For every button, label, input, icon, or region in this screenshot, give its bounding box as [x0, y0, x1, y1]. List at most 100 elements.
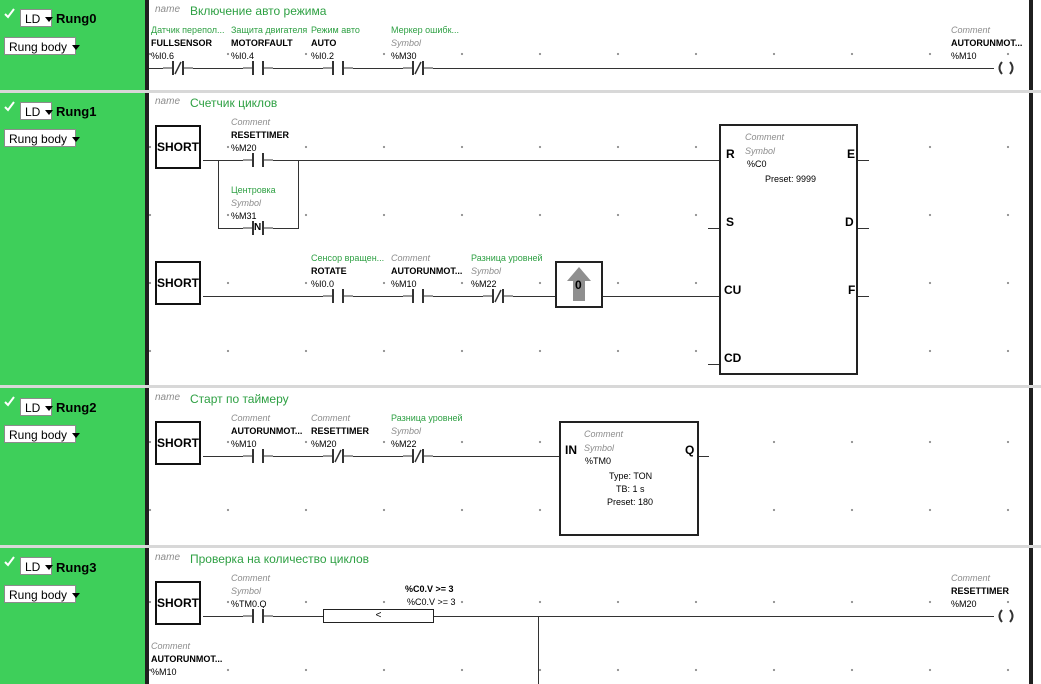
nc-contact[interactable] [403, 448, 433, 464]
nc-contact[interactable] [403, 60, 433, 76]
edge-strip [1033, 548, 1041, 684]
language-select-value: LD [25, 105, 41, 119]
no-contact[interactable] [323, 288, 353, 304]
nc-contact[interactable] [323, 448, 353, 464]
contact-symbol: Symbol [231, 586, 262, 596]
chevron-down-icon [72, 137, 81, 143]
nc-contact[interactable] [483, 288, 513, 304]
right-power-rail [1029, 548, 1033, 684]
wire [218, 160, 219, 229]
right-power-rail [1029, 93, 1033, 385]
compare-expression: %C0.V >= 3 [405, 584, 454, 594]
short-block[interactable]: SHORT [155, 261, 201, 305]
pin-cd: CD [724, 351, 742, 365]
pin-q: Q [685, 443, 695, 457]
short-block[interactable]: SHORT [155, 125, 201, 169]
contact-comment: Comment [231, 413, 271, 423]
negative-edge-contact[interactable]: N [243, 220, 273, 236]
contact-comment: Датчик перепол... [151, 25, 225, 35]
rung-separator [0, 90, 1041, 93]
contact-address: %TM0.Q [231, 599, 267, 609]
compare-block[interactable]: < [323, 609, 434, 623]
chevron-down-icon [45, 406, 54, 412]
wire [708, 364, 720, 365]
rung-body-select[interactable]: Rung body [4, 37, 81, 55]
counter-symbol: Symbol [745, 146, 776, 156]
contact-comment: Режим авто [311, 25, 360, 35]
wire [708, 228, 720, 229]
left-power-rail [145, 388, 149, 545]
contact-comment: Сенсор вращен... [311, 253, 385, 263]
rung-title[interactable]: Включение авто режима [190, 4, 327, 18]
contact-address: %I0.0 [311, 279, 335, 289]
name-label: name [155, 96, 181, 107]
rung-title[interactable]: Старт по таймеру [190, 392, 289, 406]
check-icon [4, 101, 15, 112]
output-coil[interactable] [994, 60, 1018, 76]
contact-comment: Разница уровней [391, 413, 463, 423]
short-block[interactable]: SHORT [155, 581, 201, 625]
contact-comment: Comment [391, 253, 431, 263]
contact-address: %I0.4 [231, 51, 255, 61]
rung-body-select-value: Rung body [9, 40, 68, 54]
no-contact[interactable] [243, 60, 273, 76]
contact-symbol: ROTATE [311, 266, 347, 276]
chevron-down-icon [45, 565, 54, 571]
compare-expression-detail: %C0.V >= 3 [407, 597, 456, 607]
wire [857, 296, 869, 297]
rung-body-select[interactable]: Rung body [4, 425, 81, 443]
rung-body-select[interactable]: Rung body [4, 585, 81, 603]
language-select[interactable]: LD [20, 9, 54, 27]
check-icon [4, 556, 15, 567]
rung-0: LD Rung0 Rung body name Включение авто р… [0, 0, 1041, 90]
edge-strip [1033, 93, 1041, 385]
language-select[interactable]: LD [20, 102, 54, 120]
edge-block-value: 0 [575, 278, 582, 292]
pin-r: R [726, 147, 735, 161]
pin-cu: CU [724, 283, 742, 297]
counter-address: %C0 [747, 159, 767, 169]
wire [203, 616, 994, 617]
no-contact[interactable] [243, 608, 273, 624]
rung-separator [0, 385, 1041, 388]
contact-address: %M30 [391, 51, 417, 61]
contact-comment: Comment [311, 413, 351, 423]
rising-edge-block[interactable]: 0 [555, 261, 603, 308]
nc-contact[interactable] [163, 60, 193, 76]
contact-symbol: RESETTIMER [231, 130, 290, 140]
rung-title[interactable]: Счетчик циклов [190, 96, 278, 110]
contact-address: %I0.6 [151, 51, 175, 61]
edge-mark: N [254, 222, 262, 233]
wire [857, 228, 869, 229]
output-coil[interactable] [994, 608, 1018, 624]
chevron-down-icon [72, 45, 81, 51]
rung-body-select[interactable]: Rung body [4, 129, 81, 147]
counter-block[interactable]: Comment Symbol %C0 Preset: 9999 R S CU C… [719, 124, 858, 375]
edge-strip [1033, 388, 1041, 545]
right-power-rail [1029, 0, 1033, 90]
coil-comment: Comment [951, 573, 991, 583]
rung-name: Rung3 [56, 560, 97, 575]
chevron-down-icon [45, 110, 54, 116]
no-contact[interactable] [243, 448, 273, 464]
contact-symbol: RESETTIMER [311, 426, 370, 436]
language-select[interactable]: LD [20, 398, 54, 416]
rung-name: Rung0 [56, 11, 97, 26]
rung-body-select-value: Rung body [9, 132, 68, 146]
contact-comment: Comment [151, 641, 191, 651]
timer-block[interactable]: IN Q Comment Symbol %TM0 Type: TON TB: 1… [559, 421, 699, 536]
contact-symbol: Symbol [471, 266, 502, 276]
no-contact[interactable] [243, 152, 273, 168]
rung-name: Rung1 [56, 104, 97, 119]
no-contact[interactable] [323, 60, 353, 76]
wire [538, 616, 539, 684]
name-label: name [155, 552, 181, 563]
contact-address: %M10 [391, 279, 417, 289]
language-select[interactable]: LD [20, 557, 54, 575]
no-contact[interactable] [403, 288, 433, 304]
rung-title[interactable]: Проверка на количество циклов [190, 552, 370, 566]
contact-address: %I0.2 [311, 51, 335, 61]
contact-symbol: Symbol [391, 426, 422, 436]
short-block[interactable]: SHORT [155, 421, 201, 465]
contact-symbol: Symbol [231, 198, 262, 208]
